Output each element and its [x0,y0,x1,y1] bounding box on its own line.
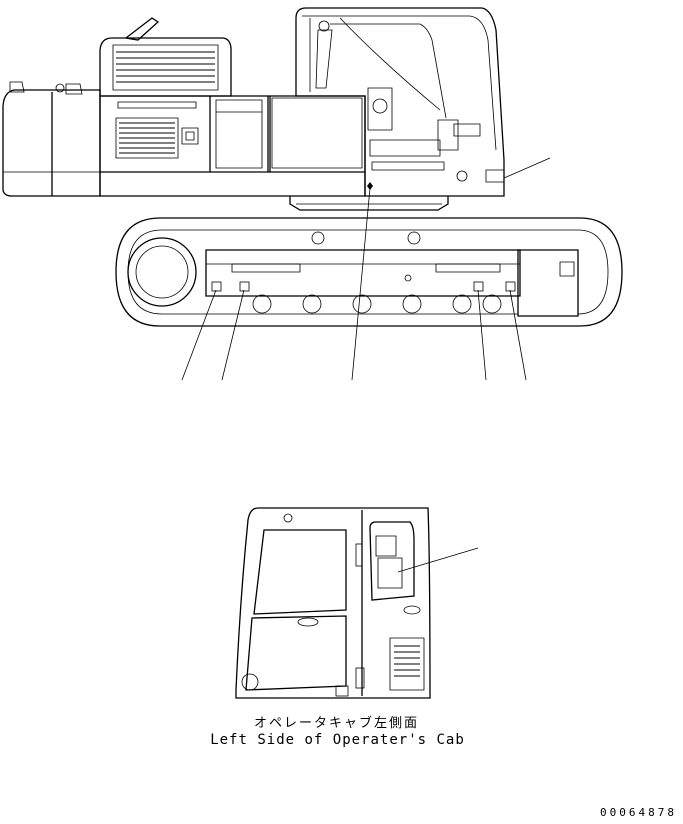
operator-cab [295,7,505,197]
engine-hood [99,37,232,97]
drawing-number: 00064878 [600,806,677,819]
upper-structure [99,95,366,197]
label-marks [211,281,516,292]
track-rollers [252,294,502,314]
excavator-side-view [2,7,623,381]
caption-english: Left Side of Operater's Cab [210,732,465,748]
cab-left-side-view [235,507,479,699]
caption-japanese: オペレータキャブ左側面 [253,716,419,731]
undercarriage [115,217,623,327]
leader-lines [181,157,551,381]
counterweight [2,81,101,197]
